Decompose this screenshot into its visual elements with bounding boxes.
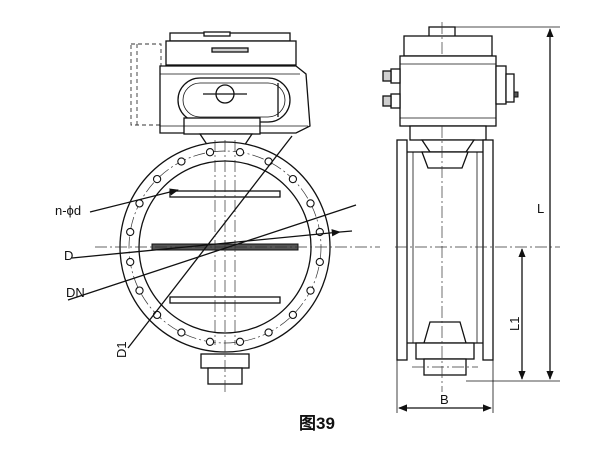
bolt-hole [288,174,298,184]
label-d: D [64,248,73,263]
side-bracket [409,125,487,153]
dimension-b [396,360,494,413]
side-handwheel [495,65,519,105]
actuator-top [165,31,297,66]
bolt-hole [177,157,186,166]
side-body [396,139,494,376]
handwheel-outline [130,43,162,126]
bolt-hole [306,286,315,295]
bolt-hole [264,328,273,337]
bolt-hole [235,148,245,157]
bolt-hole [205,337,215,346]
label-holes: n-ϕd [55,203,81,218]
label-b: B [440,392,449,407]
bolt-hole [205,148,215,157]
bolt-hole [126,257,135,267]
actuator-body [159,65,311,134]
side-actuator-body [399,55,497,127]
label-l: L [537,201,544,216]
bolt-hole [235,337,245,346]
label-dn: DN [66,285,85,300]
dimension-l [455,26,560,382]
bolt-hole [135,286,144,295]
right-flange [482,139,494,361]
bolt-hole [177,328,186,337]
side-center-lines [395,126,560,392]
front-view: n-ϕd D DN D1 [55,31,380,395]
bolt-hole [306,199,315,208]
figure-caption: 图39 [299,414,335,433]
bolt-hole [288,310,298,320]
bolt-hole-pattern [126,148,324,346]
cable-glands [382,68,401,109]
front-leaders [67,135,357,349]
side-view: L L1 B [382,22,560,413]
label-d1: D1 [114,341,129,358]
label-l1: L1 [507,317,522,331]
bolt-hole [315,257,324,267]
bolt-hole [126,227,135,237]
left-flange [396,139,408,361]
bolt-hole [152,310,162,320]
bolt-hole [152,174,162,184]
side-actuator-top [403,22,493,60]
